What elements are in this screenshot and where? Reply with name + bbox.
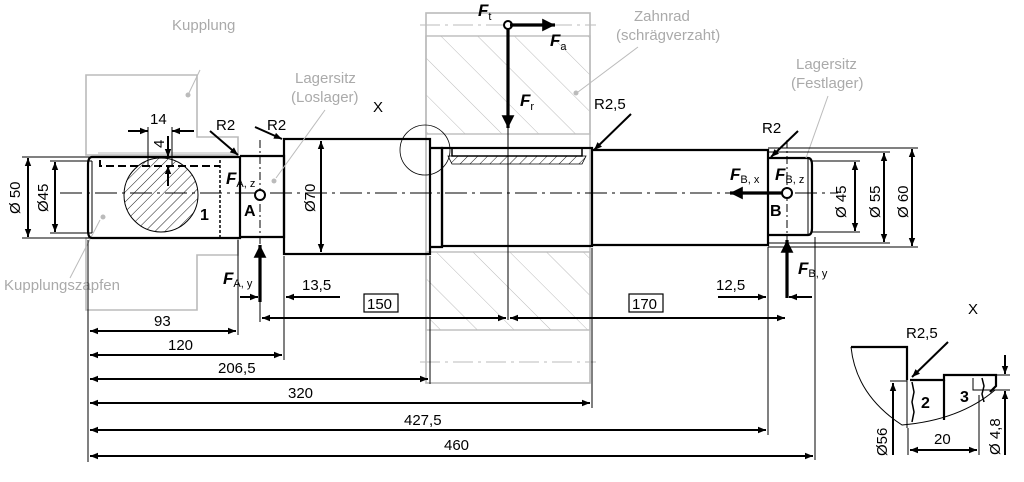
force-fr-label: Fr — [520, 91, 534, 113]
detail-dim-d4-8: Ø 4,8 — [987, 418, 1004, 455]
radius-a1: R2 — [216, 117, 235, 134]
label-lagersitz-fest-sub: (Festlager) — [791, 75, 864, 92]
forces — [253, 18, 794, 320]
detail-title: X — [968, 301, 978, 318]
dim-150: 150 — [367, 296, 392, 313]
dim-key-depth: 4 — [151, 140, 168, 148]
dim-427-5: 427,5 — [404, 412, 442, 429]
point-a: A — [244, 203, 256, 220]
radius-a2: R2 — [267, 117, 286, 134]
detail-x — [850, 341, 1010, 455]
dim-320: 320 — [288, 385, 313, 402]
force-ft-label: Ft — [478, 1, 491, 23]
label-zahnrad: Zahnrad — [634, 8, 690, 25]
notch-1: 1 — [200, 207, 209, 224]
radius-detail: R2,5 — [906, 325, 938, 342]
label-lagersitz-fest: Lagersitz — [796, 56, 857, 73]
dim-d45-right: Ø 45 — [833, 185, 850, 218]
label-kupplung: Kupplung — [172, 17, 235, 34]
dim-206-5: 206,5 — [218, 360, 256, 377]
detail-marker: X — [373, 99, 383, 116]
label-lagersitz-los-sub: (Loslager) — [291, 89, 359, 106]
force-fby-label: FB, y — [798, 259, 828, 280]
dim-13-5: 13,5 — [302, 277, 331, 294]
dim-d70: Ø70 — [302, 184, 319, 212]
gear — [420, 12, 639, 384]
dim-d60: Ø 60 — [895, 185, 912, 218]
dim-12-5: 12,5 — [716, 277, 745, 294]
dim-93: 93 — [154, 313, 171, 330]
dim-120: 120 — [168, 337, 193, 354]
force-fa-label: Fa — [550, 31, 567, 53]
label-kupplungszapfen: Kupplungszapfen — [4, 277, 120, 294]
force-fbx-label: FB, x — [730, 165, 760, 186]
label-lagersitz-los: Lagersitz — [295, 70, 356, 87]
dim-d45-left: Ø45 — [35, 184, 52, 212]
detail-dim-20: 20 — [934, 431, 951, 448]
label-zahnrad-sub: (schrägverzaht) — [616, 27, 720, 44]
force-fbz-label: FB, z — [775, 165, 804, 186]
bearing-b-icon — [781, 187, 793, 199]
dim-key-width: 14 — [150, 111, 167, 128]
radius-b: R2 — [762, 120, 781, 137]
radius-gear: R2,5 — [594, 96, 626, 113]
detail-dim-d56: Ø56 — [874, 428, 891, 456]
dim-170: 170 — [632, 296, 657, 313]
force-faz-label: FA, z — [226, 169, 255, 190]
dim-d50: Ø 50 — [7, 181, 24, 214]
notch-3: 3 — [960, 389, 969, 406]
bearing-a-icon — [254, 189, 266, 201]
dim-460: 460 — [444, 437, 469, 454]
shaft — [60, 124, 838, 256]
dim-d55: Ø 55 — [867, 185, 884, 218]
notch-2: 2 — [921, 395, 930, 412]
point-b: B — [770, 203, 782, 220]
